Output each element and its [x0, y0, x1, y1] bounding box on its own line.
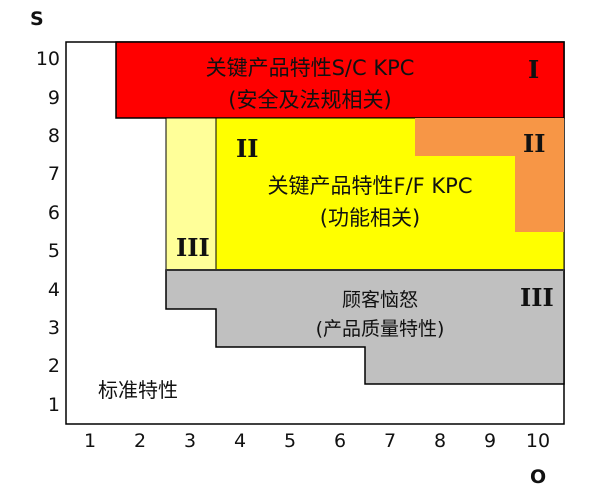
x-tick-label: 8 [433, 430, 447, 452]
zone-gray [165, 269, 565, 385]
zone-light-yellow-roman: III [176, 233, 210, 262]
y-tick-label: 10 [35, 48, 60, 70]
zone-orange-roman: II [523, 129, 546, 158]
zone-red-roman: I [528, 55, 540, 84]
y-tick-label: 5 [47, 240, 60, 262]
y-tick-label: 8 [47, 125, 60, 147]
y-axis-letter: S [30, 8, 44, 30]
zone-gray-title: 顾客恼怒 [341, 289, 418, 311]
x-tick-label: 2 [133, 430, 147, 452]
x-tick-label: 10 [525, 430, 551, 452]
zone-yellow-subtitle: (功能相关) [319, 206, 421, 230]
x-tick-label: 3 [183, 430, 197, 452]
y-tick-label: 1 [47, 394, 60, 416]
zone-yellow-title: 关键产品特性F/F KPC [267, 174, 473, 198]
x-tick-label: 7 [383, 430, 397, 452]
zone-gray-subtitle: (产品质量特性) [315, 318, 445, 340]
x-axis-letter: O [530, 466, 547, 488]
x-tick-label: 6 [333, 430, 347, 452]
zone-white-title: 标准特性 [98, 378, 178, 402]
zone-yellow-roman: II [236, 134, 259, 163]
zone-red-subtitle: (安全及法规相关) [228, 88, 392, 112]
zone-light-yellow [165, 117, 217, 271]
y-tick-label: 7 [47, 163, 60, 185]
x-tick-label: 1 [83, 430, 97, 452]
y-tick-label: 4 [47, 279, 60, 301]
zone-red [115, 41, 565, 119]
x-tick-label: 5 [283, 430, 297, 452]
zone-red-title: 关键产品特性S/C KPC [205, 56, 415, 80]
y-tick-label: 9 [47, 87, 60, 109]
x-tick-label: 4 [233, 430, 247, 452]
y-tick-label: 2 [47, 355, 60, 377]
y-tick-label: 6 [47, 202, 60, 224]
zone-orange [415, 118, 564, 232]
zone-gray-roman: III [520, 283, 554, 312]
x-tick-label: 9 [483, 430, 497, 452]
y-tick-label: 3 [47, 317, 60, 339]
